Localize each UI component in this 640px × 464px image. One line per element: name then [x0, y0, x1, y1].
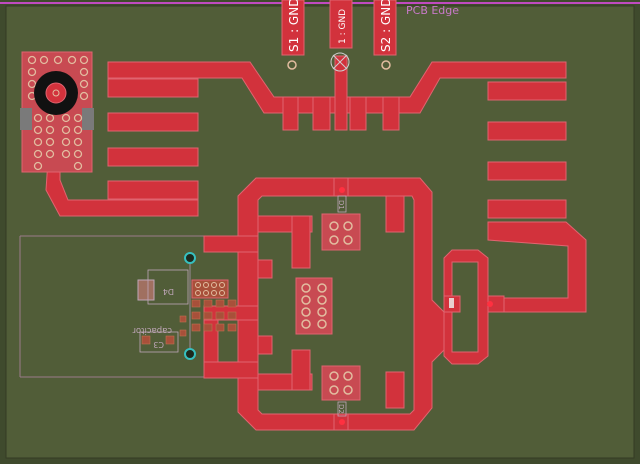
- d1-label: D1: [337, 200, 345, 210]
- s2-test-point-icon[interactable]: [381, 60, 391, 70]
- d2-footprint[interactable]: D2: [321, 365, 361, 425]
- s1-test-point-icon[interactable]: [287, 60, 297, 70]
- s1-gnd-pad: [281, 0, 305, 56]
- right-diode-mark: [449, 298, 454, 308]
- c3-label: C3: [153, 340, 164, 349]
- d4-label: D4: [163, 287, 174, 296]
- sma-connector-icon[interactable]: [20, 51, 94, 173]
- s2-gnd-label: S2 : GND: [379, 0, 393, 52]
- d4-footprint[interactable]: D4: [137, 269, 229, 305]
- gnd-1-label: 1 : GND: [338, 9, 348, 44]
- center-header-footprint[interactable]: [295, 277, 333, 335]
- right-via: [487, 301, 493, 307]
- capacitor-label: capacitor: [132, 325, 172, 335]
- s2-gnd-pad: [373, 0, 397, 56]
- test-point-icon[interactable]: [184, 252, 196, 360]
- copper-layer: [45, 0, 587, 431]
- passive-pads: [141, 299, 237, 345]
- gnd-1-pad: [329, 0, 353, 49]
- d2-label: D2: [337, 404, 345, 414]
- c3-outline: [139, 331, 179, 353]
- left-area-outline: [19, 235, 240, 378]
- s1-gnd-label: S1 : GND: [287, 0, 301, 52]
- cross-marker-icon[interactable]: [330, 52, 350, 72]
- d1-footprint[interactable]: D1: [321, 187, 361, 251]
- pcb-edge-label: PCB Edge: [406, 4, 459, 17]
